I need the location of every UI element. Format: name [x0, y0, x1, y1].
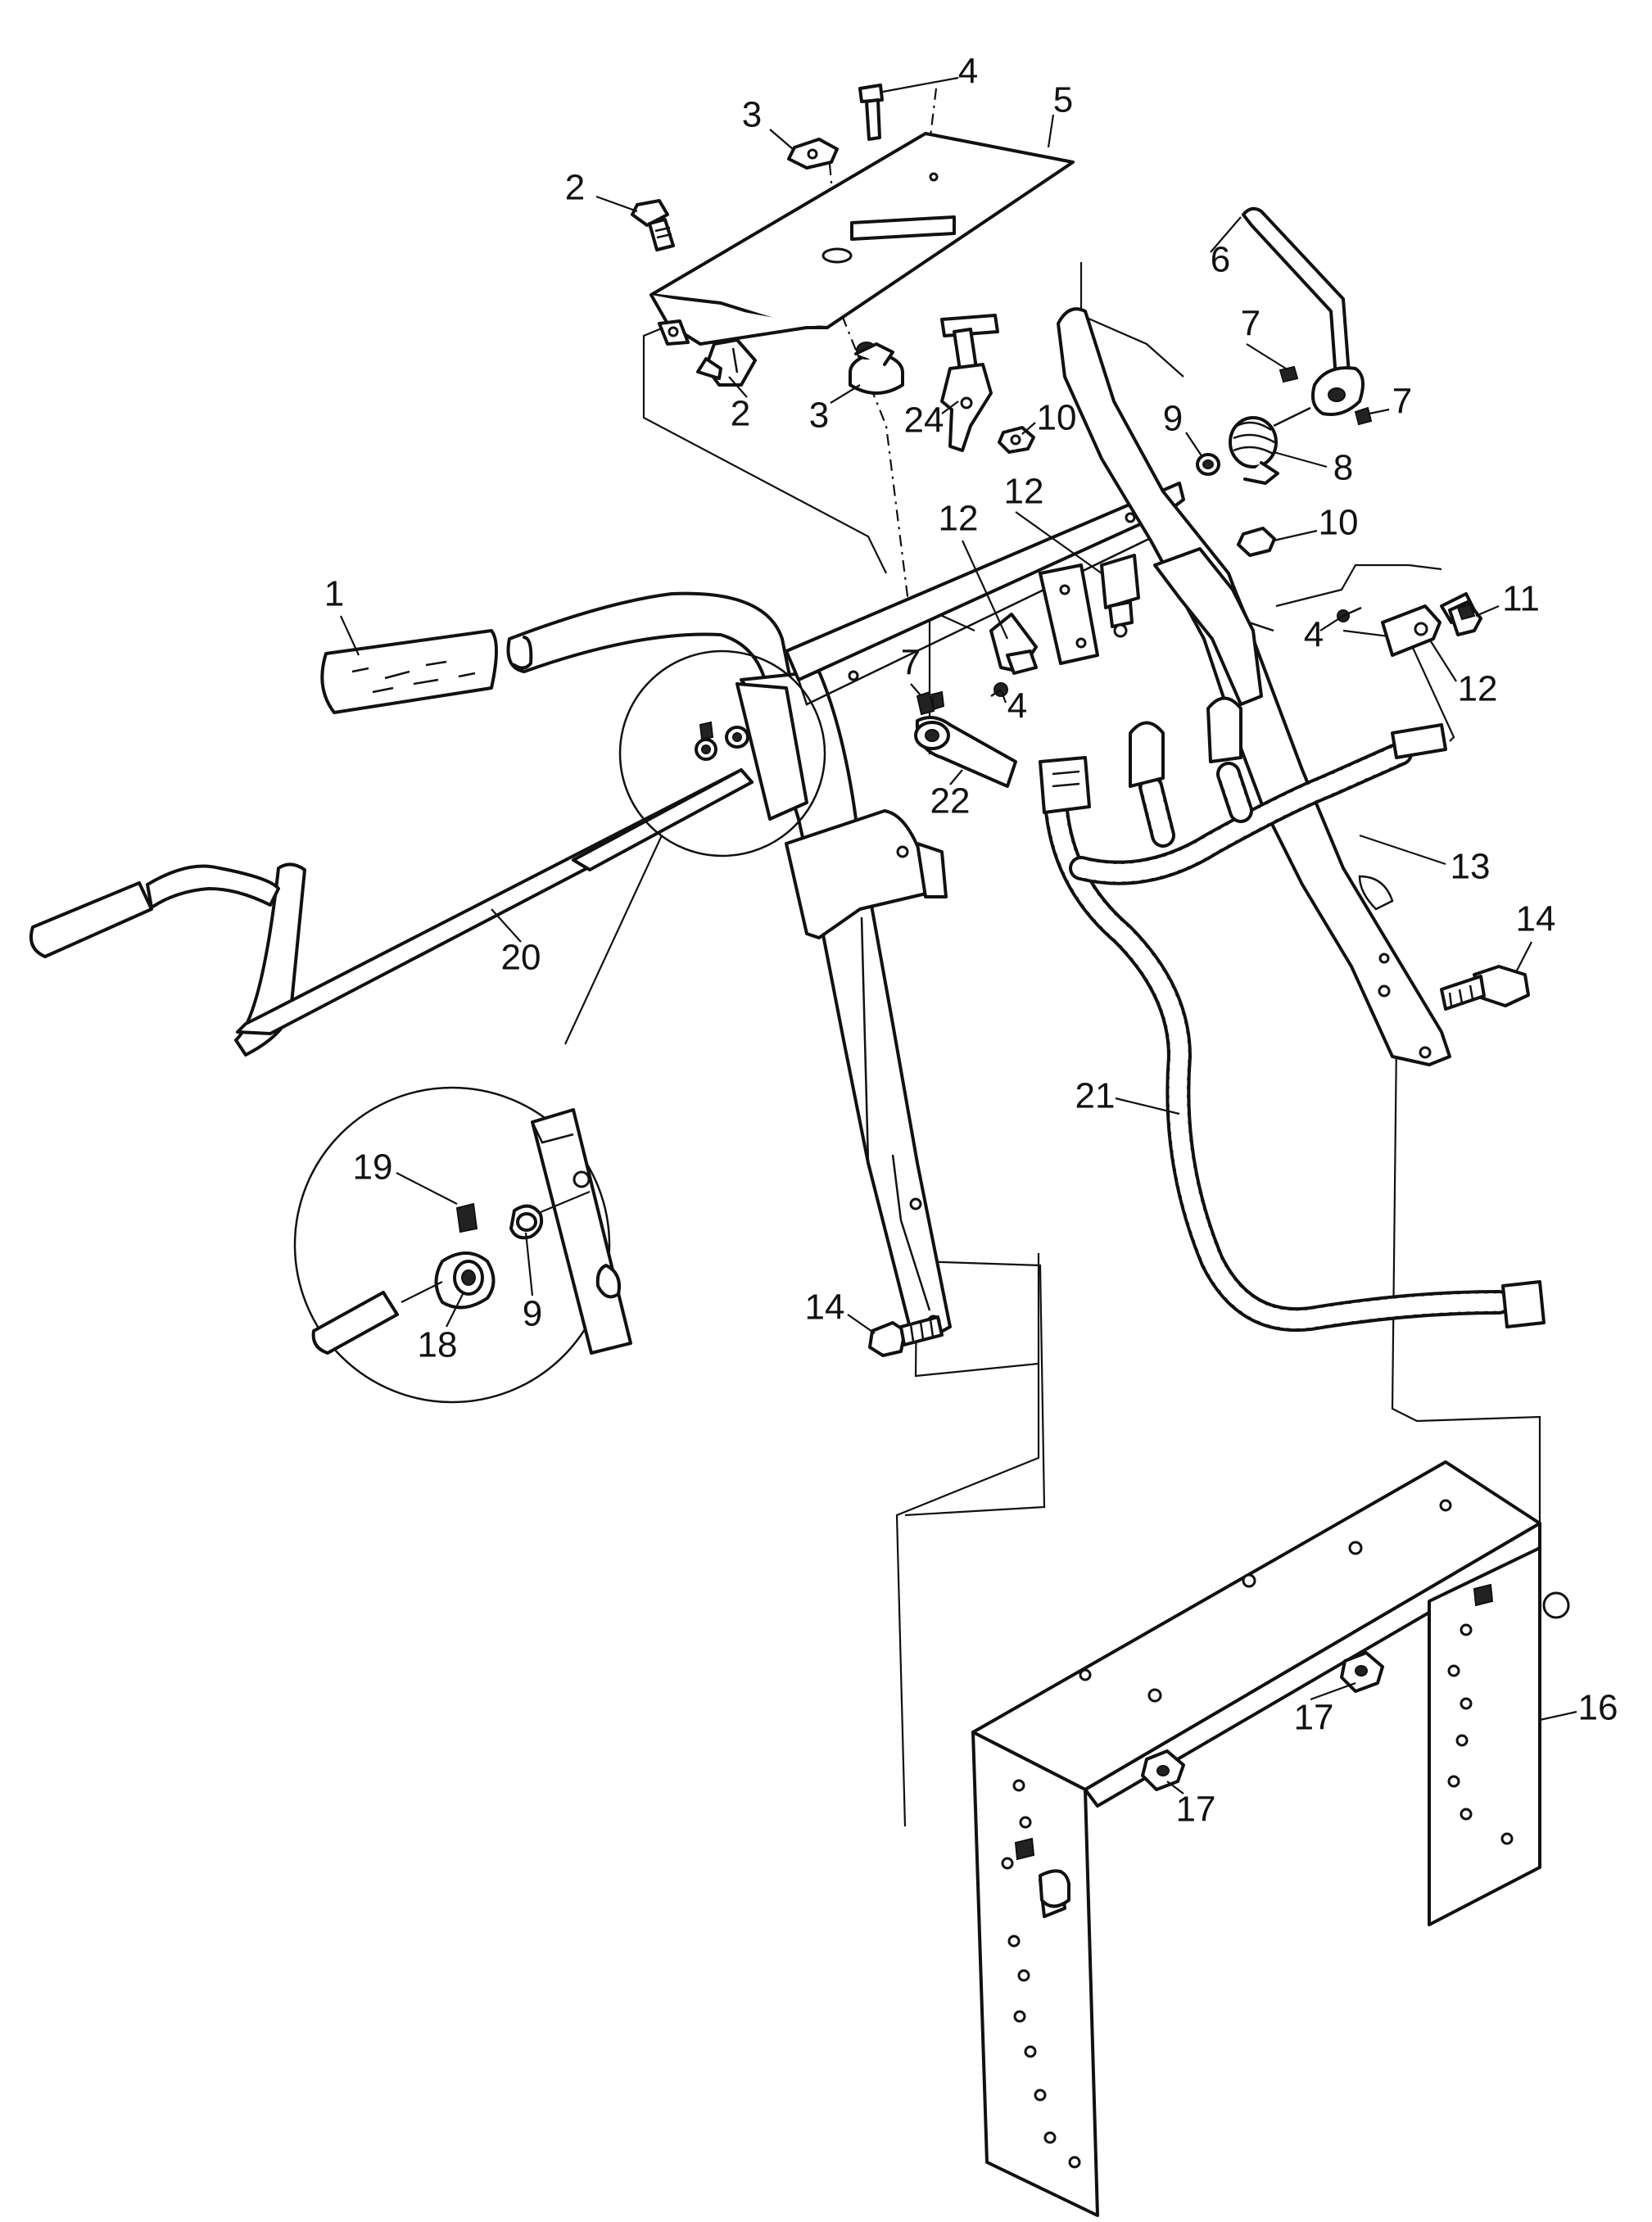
callout-c16: 16: [1578, 1688, 1618, 1728]
callout-c4a: 4: [958, 52, 978, 92]
callout-c7c: 7: [901, 643, 921, 683]
callout-c7a: 7: [1241, 304, 1260, 344]
screw-4-right: [1337, 606, 1362, 622]
detail-circle-inset: [293, 1086, 632, 1404]
u-frame-16: [971, 1460, 1570, 2217]
callout-c14b: 14: [805, 1287, 845, 1328]
switch-bracket-24: [940, 314, 999, 452]
leader-lines: [340, 76, 1577, 1794]
clip-11: [1448, 600, 1482, 636]
callout-c4b: 4: [1007, 686, 1027, 726]
callout-labels: 1223344456777899101011121212131414161717…: [324, 52, 1618, 1830]
callout-c19: 19: [353, 1147, 393, 1188]
collar-upper-inset: [695, 721, 749, 761]
callout-c11: 11: [1502, 579, 1540, 619]
knob-nut-3-lower: [849, 342, 904, 395]
callout-c10b: 10: [1319, 503, 1359, 543]
callout-c12b: 12: [939, 499, 979, 539]
callout-c2a: 2: [565, 168, 585, 208]
callout-c4c: 4: [1304, 615, 1324, 655]
screw-4-top: [858, 84, 884, 141]
callout-c3b: 3: [809, 396, 829, 436]
callout-c8: 8: [1333, 448, 1353, 488]
torsion-spring-8: [1229, 406, 1311, 485]
callout-c5: 5: [1053, 80, 1073, 120]
callout-c13: 13: [1451, 847, 1491, 887]
shift-rod-20: [29, 768, 754, 1057]
callout-c6: 6: [1211, 240, 1230, 280]
washer-9-upper: [1196, 453, 1220, 476]
callout-c10a: 10: [1037, 398, 1077, 438]
detail-circle-left: [564, 649, 826, 1045]
wire-harness-21: [1039, 696, 1546, 1333]
callout-c3a: 3: [742, 95, 762, 135]
hex-nut-17-right: [1340, 1583, 1494, 1693]
callout-c21: 21: [1075, 1076, 1116, 1116]
hex-nut-10-upper: [998, 426, 1035, 454]
callout-c22: 22: [930, 781, 971, 821]
callout-c12c: 12: [1458, 669, 1498, 709]
switch-plate: [1039, 563, 1099, 665]
set-screw-7b: [1354, 406, 1373, 426]
callout-c17b: 17: [1176, 1790, 1216, 1830]
callout-c1: 1: [324, 574, 344, 614]
callout-c12a: 12: [1004, 472, 1044, 512]
hex-nut-17-left: [1014, 1749, 1185, 1861]
set-screw-7a: [1279, 365, 1299, 383]
set-screw-7c: [916, 690, 945, 716]
handle-grip: [320, 629, 498, 714]
control-panel-cover: [649, 132, 1075, 346]
hex-nut-10-right: [1237, 527, 1276, 557]
hex-nut-3-upper: [787, 138, 839, 170]
lever-6: [1242, 206, 1365, 416]
bolt-14-left: [868, 1315, 944, 1357]
callout-c20: 20: [501, 938, 541, 978]
switch-12-left: [989, 613, 1038, 675]
bolt-2-upper: [631, 199, 675, 251]
callout-c14a: 14: [1516, 899, 1556, 939]
screw-4-mid: [990, 682, 1008, 698]
key-switch-22: [914, 716, 1017, 788]
callout-c9b: 9: [523, 1294, 542, 1334]
switch-12-upper: [1100, 554, 1140, 638]
bolt-14-right: [1440, 965, 1530, 1011]
bolt-2-lower: [696, 338, 757, 387]
callout-c17a: 17: [1294, 1698, 1334, 1738]
callout-c24: 24: [904, 401, 944, 441]
left-handle-arm: [735, 670, 952, 1337]
callout-c9a: 9: [1163, 399, 1183, 439]
callout-c7b: 7: [1392, 382, 1412, 422]
callout-c2b: 2: [731, 394, 750, 434]
callout-c18: 18: [418, 1325, 458, 1365]
